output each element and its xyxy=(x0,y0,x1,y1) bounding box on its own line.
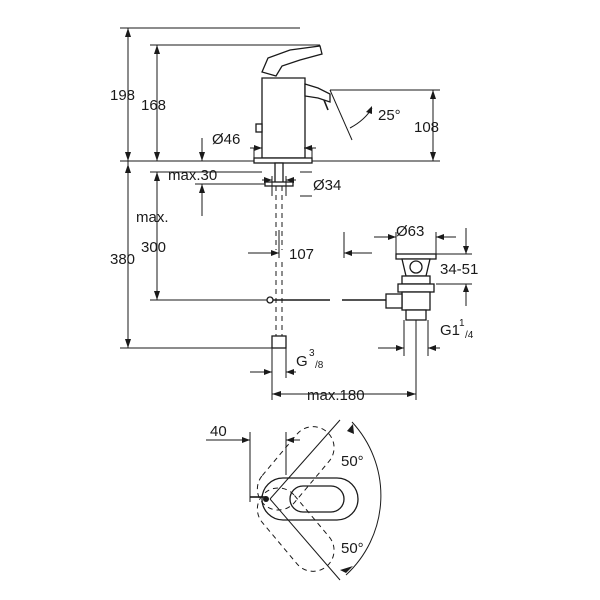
label-d34: Ø34 xyxy=(313,177,341,194)
top-view xyxy=(206,419,382,581)
label-max: max. xyxy=(136,209,169,226)
label-g38: G xyxy=(296,353,308,370)
label-g1-sub: /4 xyxy=(465,330,474,341)
label-d63: Ø63 xyxy=(396,223,424,240)
dimension-labels: 198 168 25° 108 Ø46 max.30 Ø34 max. 380 … xyxy=(110,87,478,557)
label-168: 168 xyxy=(141,97,166,114)
label-g38-sub: /8 xyxy=(315,360,324,371)
label-50-top: 50° xyxy=(341,453,364,470)
dim-107 xyxy=(248,230,372,258)
reference-lines xyxy=(120,27,440,349)
vertical-dimension-lines xyxy=(125,28,436,348)
label-g1: G1 xyxy=(440,322,460,339)
label-g1-sup: 1 xyxy=(459,318,465,329)
drain-assembly xyxy=(374,228,472,356)
label-380: 380 xyxy=(110,251,135,268)
label-max30: max.30 xyxy=(168,167,217,184)
faucet-body xyxy=(253,45,388,349)
label-107: 107 xyxy=(289,246,314,263)
label-40: 40 xyxy=(210,423,227,440)
label-50-bottom: 50° xyxy=(341,540,364,557)
spout-angle xyxy=(329,89,373,141)
bottom-dims xyxy=(250,320,417,400)
label-34-51: 34-51 xyxy=(440,261,478,278)
label-198: 198 xyxy=(110,87,135,104)
label-g38-sup: 3 xyxy=(309,348,315,359)
label-max180: max.180 xyxy=(307,387,365,404)
diameter-markers xyxy=(250,145,316,197)
label-d46: Ø46 xyxy=(212,131,240,148)
label-108: 108 xyxy=(414,119,439,136)
label-25-deg: 25° xyxy=(378,107,401,124)
label-300: 300 xyxy=(141,239,166,256)
